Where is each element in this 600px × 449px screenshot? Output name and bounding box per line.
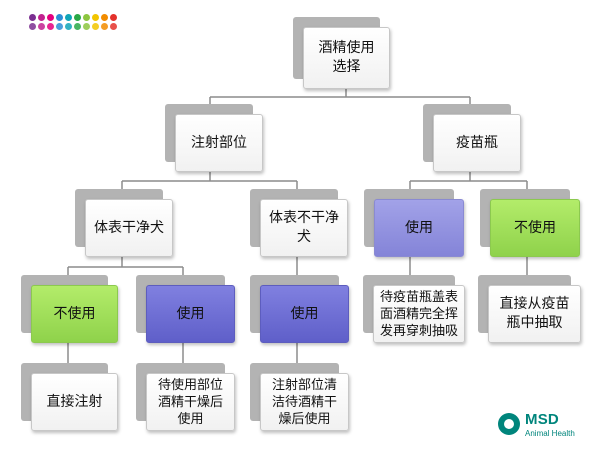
node-bottle-no-use-label: 不使用: [514, 219, 556, 236]
node-face: 疫苗瓶: [433, 114, 521, 172]
node-clean-surface-dog-label: 体表干净犬: [94, 219, 164, 236]
node-face: 体表干净犬: [85, 199, 173, 257]
node-clean-use-label: 使用: [176, 305, 205, 322]
node-bottle-use-detail: 待疫苗瓶盖表 面酒精完全挥 发再穿刺抽吸: [363, 275, 465, 343]
node-injection-site: 注射部位: [165, 104, 263, 172]
node-dirty-surface-dog-label: 体表不干净 犬: [269, 210, 339, 245]
color-dot: [29, 14, 36, 21]
node-vaccine-bottle: 疫苗瓶: [423, 104, 521, 172]
node-face: 注射部位清 洁待酒精干 燥后使用: [260, 373, 349, 431]
node-dirty-use: 使用: [250, 275, 349, 343]
color-dot: [38, 23, 45, 30]
node-face: 注射部位: [175, 114, 263, 172]
node-clean-use-detail: 待使用部位 酒精干燥后 使用: [136, 363, 235, 431]
node-face: 使用: [260, 285, 349, 343]
color-dot: [65, 23, 72, 30]
color-dot: [74, 23, 81, 30]
node-clean-use: 使用: [136, 275, 235, 343]
color-dot: [47, 14, 54, 21]
color-dot: [47, 23, 54, 30]
node-face: 直接从疫苗 瓶中抽取: [488, 285, 581, 343]
color-dot: [83, 23, 90, 30]
color-dot: [92, 23, 99, 30]
color-dot: [83, 14, 90, 21]
color-dot: [101, 23, 108, 30]
logo-subtitle: Animal Health: [525, 429, 575, 438]
color-dot: [65, 14, 72, 21]
node-face: 不使用: [31, 285, 118, 343]
color-dot: [29, 23, 36, 30]
node-clean-no-use-detail: 直接注射: [21, 363, 118, 431]
color-dot: [101, 14, 108, 21]
node-dirty-use-label: 使用: [290, 305, 319, 322]
node-root: 酒精使用 选择: [293, 17, 390, 89]
node-dirty-surface-dog: 体表不干净 犬: [250, 189, 348, 257]
node-dirty-use-detail-label: 注射部位清 洁待酒精干 燥后使用: [271, 377, 337, 427]
node-face: 使用: [146, 285, 235, 343]
node-face: 直接注射: [31, 373, 118, 431]
node-bottle-use-detail-label: 待疫苗瓶盖表 面酒精完全挥 发再穿刺抽吸: [380, 289, 459, 339]
node-face: 体表不干净 犬: [260, 199, 348, 257]
node-vaccine-bottle-label: 疫苗瓶: [456, 134, 498, 151]
node-injection-site-label: 注射部位: [191, 134, 247, 151]
node-bottle-use-label: 使用: [405, 219, 433, 236]
node-clean-no-use-label: 不使用: [53, 305, 96, 322]
color-dots-decoration: [29, 14, 119, 38]
node-face: 不使用: [490, 199, 580, 257]
node-face: 酒精使用 选择: [303, 27, 390, 89]
node-clean-surface-dog: 体表干净犬: [75, 189, 173, 257]
node-clean-no-use: 不使用: [21, 275, 118, 343]
node-bottle-no-use: 不使用: [480, 189, 580, 257]
color-dot: [38, 14, 45, 21]
node-face: 待疫苗瓶盖表 面酒精完全挥 发再穿刺抽吸: [373, 285, 465, 343]
node-bottle-use: 使用: [364, 189, 464, 257]
node-clean-use-detail-label: 待使用部位 酒精干燥后 使用: [157, 377, 223, 427]
node-bottle-no-use-detail-label: 直接从疫苗 瓶中抽取: [499, 296, 570, 331]
color-dot: [56, 14, 63, 21]
color-dot: [56, 23, 63, 30]
msd-logo: MSD Animal Health: [498, 411, 588, 441]
node-face: 使用: [374, 199, 464, 257]
node-face: 待使用部位 酒精干燥后 使用: [146, 373, 235, 431]
color-dot: [110, 23, 117, 30]
color-dot: [110, 14, 117, 21]
node-clean-no-use-detail-label: 直接注射: [46, 393, 103, 410]
color-dot: [92, 14, 99, 21]
node-root-label: 酒精使用 选择: [318, 40, 375, 75]
color-dot: [74, 14, 81, 21]
logo-name: MSD: [525, 411, 559, 428]
msd-logo-icon: [498, 413, 520, 435]
node-dirty-use-detail: 注射部位清 洁待酒精干 燥后使用: [250, 363, 349, 431]
node-bottle-no-use-detail: 直接从疫苗 瓶中抽取: [478, 275, 581, 343]
